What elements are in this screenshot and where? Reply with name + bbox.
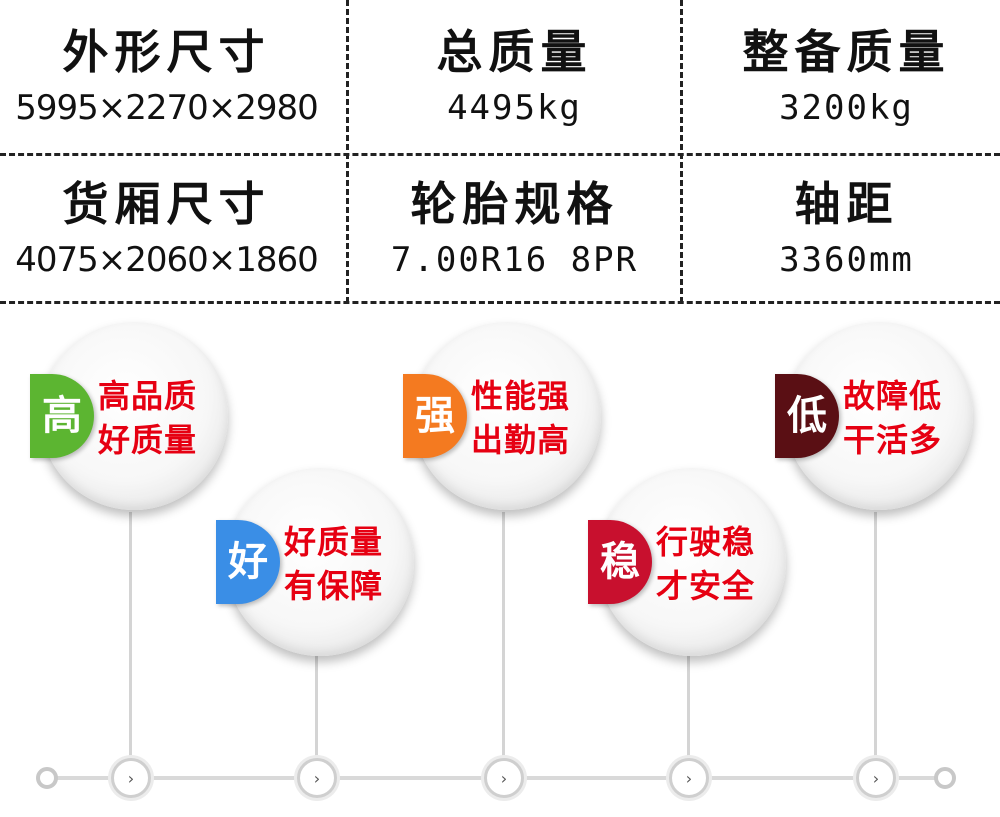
spec-label: 整备质量 <box>742 25 951 79</box>
feature-line: 才安全 <box>656 567 756 605</box>
badge-char: 稳 <box>600 539 640 585</box>
timeline-start-dot <box>36 767 58 789</box>
feature-badge: 高 <box>30 374 94 458</box>
feature-line: 出勤高 <box>471 421 571 459</box>
table-divider-horizontal <box>0 301 1000 304</box>
timeline-stem <box>502 512 505 764</box>
timeline-stem <box>687 656 690 764</box>
table-divider-vertical <box>346 0 349 303</box>
feature-bubble-guarantee: 好 好质量 有保障 <box>216 468 414 656</box>
feature-line: 高品质 <box>98 377 198 415</box>
timeline-node-5[interactable]: › <box>856 758 896 798</box>
spec-label: 轴距 <box>794 177 899 231</box>
badge-char: 高 <box>42 393 82 439</box>
badge-char: 好 <box>228 539 268 585</box>
badge-char: 强 <box>415 393 455 439</box>
timeline-node-3[interactable]: › <box>484 758 524 798</box>
spec-label: 总质量 <box>436 25 593 79</box>
feature-bubble-reliability: 低 故障低 干活多 <box>775 322 973 510</box>
spec-cell-curb-mass: 整备质量 3200kg <box>680 2 1000 152</box>
spec-value: 3200kg <box>779 88 914 128</box>
spec-value: 5995×2270×2980 <box>15 88 319 128</box>
timeline-end-dot <box>934 767 956 789</box>
feature-badge: 好 <box>216 520 280 604</box>
timeline-node-4[interactable]: › <box>669 758 709 798</box>
feature-line: 行驶稳 <box>656 523 756 561</box>
chevron-right-icon: › <box>872 768 880 788</box>
chevron-right-icon: › <box>313 768 321 788</box>
table-divider-horizontal <box>0 153 1000 156</box>
badge-char: 低 <box>787 393 827 439</box>
table-divider-vertical <box>680 0 683 303</box>
feature-bubble-quality: 高 高品质 好质量 <box>30 322 228 510</box>
feature-text: 故障低 干活多 <box>843 374 968 462</box>
feature-line: 故障低 <box>843 377 943 415</box>
feature-badge: 强 <box>403 374 467 458</box>
spec-label: 货厢尺寸 <box>62 177 271 231</box>
spec-value: 3360mm <box>779 240 914 280</box>
spec-label: 外形尺寸 <box>62 25 271 79</box>
feature-line: 有保障 <box>284 567 384 605</box>
feature-bubble-performance: 强 性能强 出勤高 <box>403 322 601 510</box>
feature-badge: 低 <box>775 374 839 458</box>
chevron-right-icon: › <box>685 768 693 788</box>
spec-label: 轮胎规格 <box>410 177 619 231</box>
spec-value: 7.00R16 8PR <box>390 240 639 280</box>
spec-cell-wheelbase: 轴距 3360mm <box>680 154 1000 304</box>
spec-cell-outer-size: 外形尺寸 5995×2270×2980 <box>0 2 333 152</box>
timeline-stem <box>874 512 877 764</box>
spec-cell-tire-spec: 轮胎规格 7.00R16 8PR <box>348 154 681 304</box>
feature-line: 好质量 <box>284 523 384 561</box>
timeline-stem <box>129 512 132 764</box>
feature-bubble-stability: 稳 行驶稳 才安全 <box>588 468 786 656</box>
spec-table: 外形尺寸 5995×2270×2980 总质量 4495kg 整备质量 3200… <box>0 0 1000 305</box>
feature-text: 性能强 出勤高 <box>471 374 596 462</box>
feature-line: 干活多 <box>843 421 943 459</box>
timeline-node-2[interactable]: › <box>297 758 337 798</box>
chevron-right-icon: › <box>127 768 135 788</box>
timeline-node-1[interactable]: › <box>111 758 151 798</box>
feature-line: 好质量 <box>98 421 198 459</box>
spec-value: 4495kg <box>447 88 582 128</box>
feature-text: 行驶稳 才安全 <box>656 520 781 608</box>
feature-badge: 稳 <box>588 520 652 604</box>
timeline-stem <box>315 656 318 764</box>
spec-value: 4075×2060×1860 <box>15 240 319 280</box>
spec-cell-cargo-box-size: 货厢尺寸 4075×2060×1860 <box>0 154 333 304</box>
feature-text: 好质量 有保障 <box>284 520 409 608</box>
feature-line: 性能强 <box>471 377 571 415</box>
spec-cell-total-mass: 总质量 4495kg <box>348 2 681 152</box>
feature-text: 高品质 好质量 <box>98 374 223 462</box>
chevron-right-icon: › <box>500 768 508 788</box>
